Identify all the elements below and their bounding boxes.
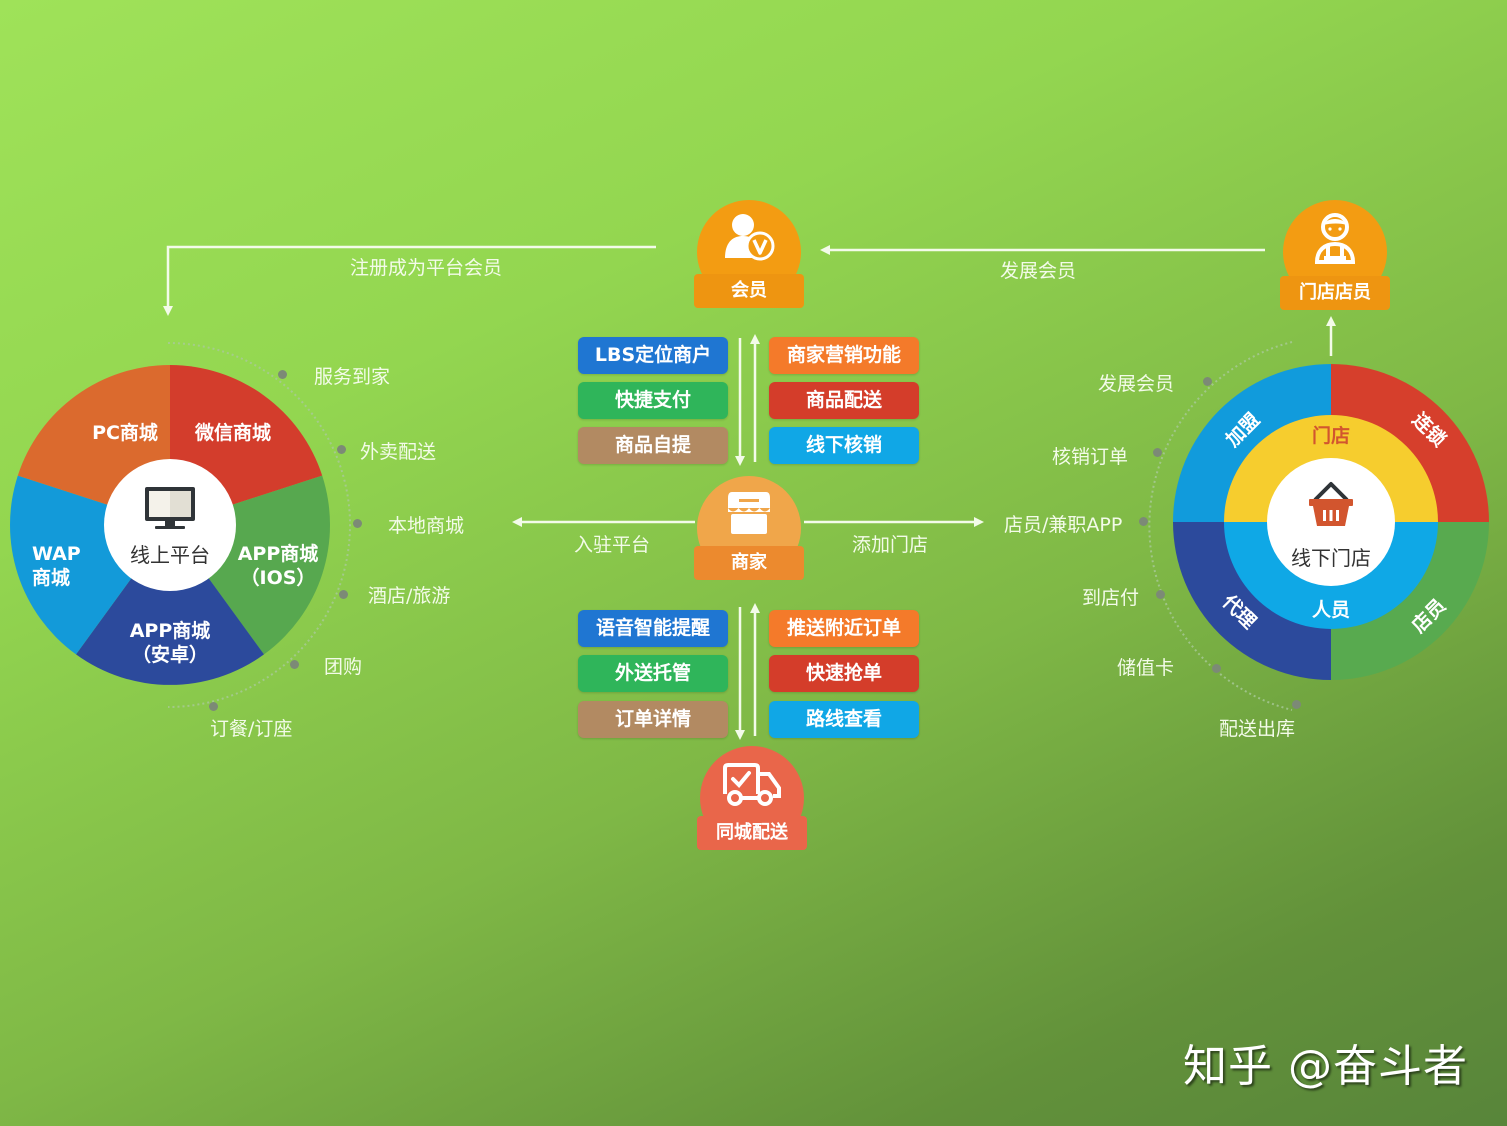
merchant-label: 商家 bbox=[694, 546, 804, 580]
service-item: 外卖配送 bbox=[360, 441, 437, 463]
delivery-truck-icon bbox=[721, 762, 783, 812]
feature-self-pickup: 商品自提 bbox=[578, 427, 728, 464]
service-item: 本地商城 bbox=[388, 515, 465, 537]
member-node: 会员 bbox=[694, 200, 804, 308]
feature-product-delivery: 商品配送 bbox=[769, 382, 919, 419]
inner-label-store: 门店 bbox=[1311, 425, 1350, 447]
zhihu-watermark: 知乎 @奋斗者 bbox=[1183, 1041, 1468, 1092]
feature-route-view: 路线查看 bbox=[769, 701, 919, 738]
segment-wap-mall: WAP 商城 bbox=[32, 543, 81, 589]
delivery-node: 同城配送 bbox=[697, 746, 807, 852]
feature-quick-grab-order: 快速抢单 bbox=[769, 655, 919, 692]
feature-push-nearby-orders: 推送附近订单 bbox=[769, 610, 919, 647]
feature-offline-verify: 线下核销 bbox=[769, 427, 919, 464]
service-item: 店员/兼职APP bbox=[1004, 514, 1123, 536]
merchant-node: 商家 bbox=[694, 476, 804, 582]
service-item: 团购 bbox=[324, 656, 363, 678]
store-clerk-node: 门店店员 bbox=[1280, 200, 1390, 310]
segment-pc-mall: PC商城 bbox=[92, 422, 158, 444]
feature-merchant-marketing: 商家营销功能 bbox=[769, 337, 919, 374]
feature-lbs-locate-merchant: LBS定位商户 bbox=[578, 337, 728, 374]
service-item: 订餐/订座 bbox=[210, 718, 293, 740]
arrow-label-add-store: 添加门店 bbox=[852, 534, 929, 556]
inner-label-staff: 人员 bbox=[1311, 599, 1350, 621]
service-item: 储值卡 bbox=[1117, 657, 1175, 679]
service-item: 到店付 bbox=[1082, 587, 1140, 609]
monitor-icon bbox=[143, 485, 197, 535]
storefront-icon bbox=[726, 490, 772, 540]
shopping-basket-icon bbox=[1305, 478, 1357, 534]
online-wheel-center-label: 线上平台 bbox=[130, 543, 210, 567]
feature-quick-pay: 快捷支付 bbox=[578, 382, 728, 419]
online-platform-wheel: 线上平台 PC商城 微信商城 APP商城 （IOS） APP商城 （安卓） WA… bbox=[10, 365, 330, 685]
feature-order-details: 订单详情 bbox=[578, 701, 728, 738]
offline-wheel-center-label: 线下门店 bbox=[1291, 546, 1371, 570]
service-item: 酒店/旅游 bbox=[368, 585, 451, 607]
clerk-person-icon bbox=[1313, 212, 1357, 270]
member-label: 会员 bbox=[694, 274, 804, 308]
service-item: 核销订单 bbox=[1052, 446, 1129, 468]
member-vip-icon bbox=[723, 212, 775, 266]
arrow-label-develop-member: 发展会员 bbox=[1000, 260, 1077, 282]
service-item: 配送出库 bbox=[1219, 718, 1296, 740]
online-wheel-segments bbox=[10, 365, 330, 685]
segment-app-ios: APP商城 （IOS） bbox=[237, 543, 319, 589]
segment-app-android: APP商城 （安卓） bbox=[129, 620, 211, 666]
arrow-label-register: 注册成为平台会员 bbox=[350, 257, 503, 279]
offline-wheel-rings bbox=[1173, 364, 1489, 680]
service-item: 服务到家 bbox=[314, 366, 391, 388]
delivery-label: 同城配送 bbox=[697, 816, 807, 850]
service-item: 发展会员 bbox=[1098, 373, 1175, 395]
segment-wechat-mall: 微信商城 bbox=[194, 422, 271, 444]
feature-delivery-hosting: 外送托管 bbox=[578, 655, 728, 692]
feature-voice-alert: 语音智能提醒 bbox=[578, 610, 728, 647]
arrow-label-join-platform: 入驻平台 bbox=[574, 534, 651, 556]
offline-store-wheel: 线下门店 门店 人员 加盟 连锁 代理 店员 bbox=[1171, 364, 1491, 684]
store-clerk-label: 门店店员 bbox=[1280, 276, 1390, 310]
